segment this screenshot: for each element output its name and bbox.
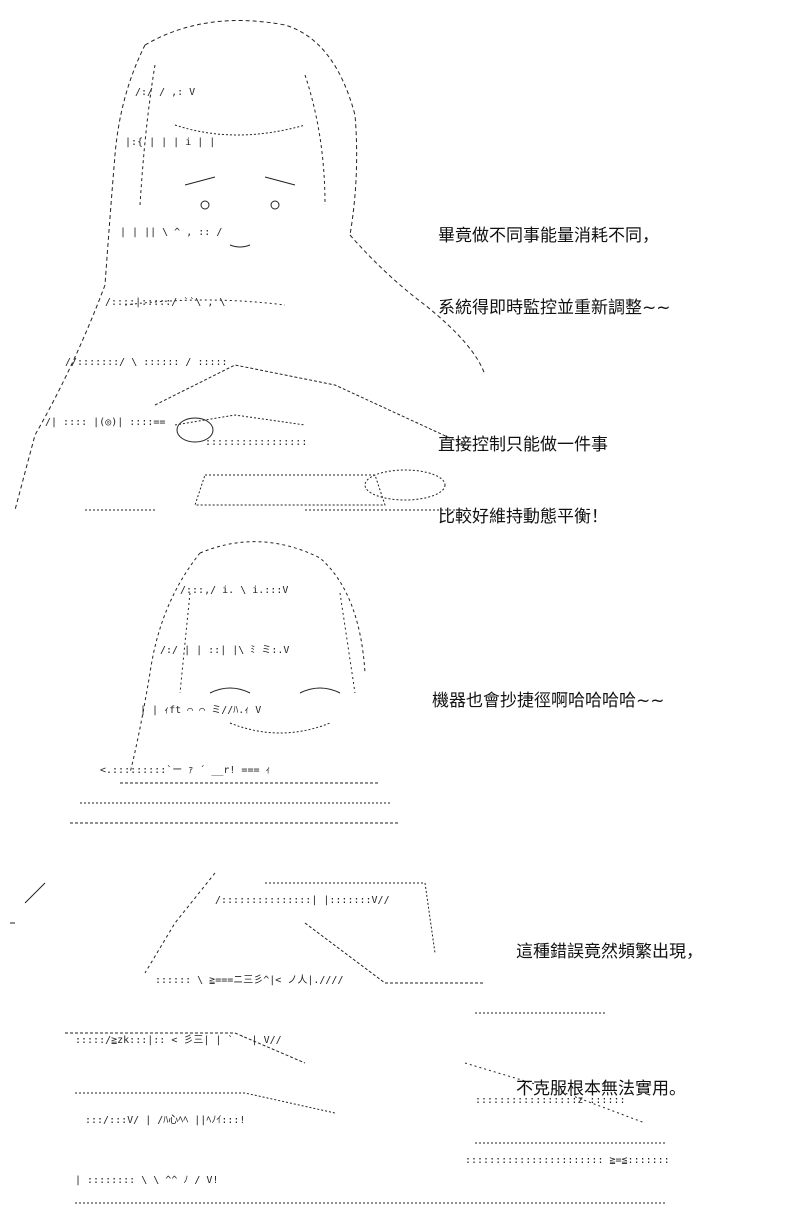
caption-line: 不克服根本無法實用。 bbox=[516, 1079, 686, 1099]
caption-line: 機器也會抄捷徑啊哈哈哈哈~~ bbox=[432, 691, 665, 711]
panel-1: /:/ / ,: V |:{ | | | i | | | | || \ ^ , … bbox=[0, 0, 800, 527]
svg-text::::::/≧zk:::|:: < 彡三| | ` `: :::::/≧zk:::|:: < 彡三| | ` ` | V// bbox=[75, 1034, 282, 1046]
svg-text://:::::::/ \ :::::: / :::::: //:::::::/ \ :::::: / ::::: bbox=[65, 357, 228, 368]
caption-line: 畢竟做不同事能量消耗不同， bbox=[438, 226, 659, 246]
ascii-art-girl-laughing: /:::,/ i. \ i.:::V /:/ | | ::| |\ ﾐ ミ:.V… bbox=[60, 533, 410, 828]
caption-panel-1: 畢竟做不同事能量消耗不同， 系統得即時監控並重新調整~~ 直接控制只能做一件事 … bbox=[438, 176, 671, 577]
panel-3: /:::::::::::::::| |:::::::V// :::::: \ ≧… bbox=[0, 858, 800, 1221]
svg-text:| | || \ ^ , :: /: | | || \ ^ , :: / bbox=[120, 227, 222, 238]
svg-text::::::::::::::::::: ::::::::::::::::: bbox=[205, 437, 307, 448]
caption-panel-2: 機器也會抄捷徑啊哈哈哈哈~~ bbox=[432, 641, 665, 761]
svg-text:|:{ | | | i | |: |:{ | | | i | | bbox=[125, 137, 215, 148]
caption-line: 直接控制只能做一件事 bbox=[438, 435, 608, 455]
svg-text:/:/ | | ::| |\ ﾐ ミ:.V: /:/ | | ::| |\ ﾐ ミ:.V bbox=[160, 645, 289, 656]
svg-text:/::::|:::::/ ``\ , \: /::::|:::::/ ``\ , \ bbox=[105, 296, 225, 308]
svg-text:| | ｨft ⌒ ⌒ ミ//ﾊ.ｨ V: | | ｨft ⌒ ⌒ ミ//ﾊ.ｨ V bbox=[140, 705, 261, 716]
panel-2: /:::,/ i. \ i.:::V /:/ | | ::| |\ ﾐ ミ:.V… bbox=[0, 528, 800, 828]
svg-text:/:/ / ,: V: /:/ / ,: V bbox=[135, 87, 195, 98]
svg-text::::::: \ ≧===ニ三彡^|< ノ人|.///: :::::: \ ≧===ニ三彡^|< ノ人|.//// bbox=[155, 974, 343, 986]
caption-line: 比較好維持動態平衡！ bbox=[438, 507, 608, 527]
ascii-art-girl-holding-object: /:/ / ,: V |:{ | | | i | | | | || \ ^ , … bbox=[5, 5, 490, 515]
svg-text:/:::::::::::::::| |:::::::V//: /:::::::::::::::| |:::::::V// bbox=[215, 895, 390, 906]
ascii-art-motion-scene: /:::::::::::::::| |:::::::V// :::::: \ ≧… bbox=[5, 863, 670, 1218]
svg-text:| :::::::: \ \ ^^ ﾉ / V!: | :::::::: \ \ ^^ ﾉ / V! bbox=[75, 1175, 218, 1186]
svg-text:<.:::::::::`ー ｧ ´ __r! === ｨ: <.:::::::::`ー ｧ ´ __r! === ｨ bbox=[100, 764, 271, 776]
svg-text::::/:::V/ | /ﾊ心ﾍﾍ ||ﾍﾉｲ::: :::/:::V/ | /ﾊ心ﾍﾍ ||ﾍﾉｲ:::! bbox=[85, 1114, 245, 1126]
caption-line: 系統得即時監控並重新調整~~ bbox=[438, 298, 671, 318]
svg-text:/:::,/ i. \ i.:::V: /:::,/ i. \ i.:::V bbox=[180, 585, 288, 596]
svg-text:::::::::::::::::::::::: ≧=≦:::: ::::::::::::::::::::::: ≧=≦::::::: bbox=[465, 1155, 670, 1166]
svg-text::::::::::::::::::z ::::::: :::::::::::::::::z :::::: bbox=[475, 1095, 626, 1106]
caption-line: 這種錯誤竟然頻繁出現， bbox=[516, 942, 703, 962]
svg-text:/| :::: |(◎)| ::::==: /| :::: |(◎)| ::::== bbox=[45, 417, 165, 428]
caption-panel-3: 這種錯誤竟然頻繁出現， 不克服根本無法實用。 bbox=[516, 892, 703, 1149]
